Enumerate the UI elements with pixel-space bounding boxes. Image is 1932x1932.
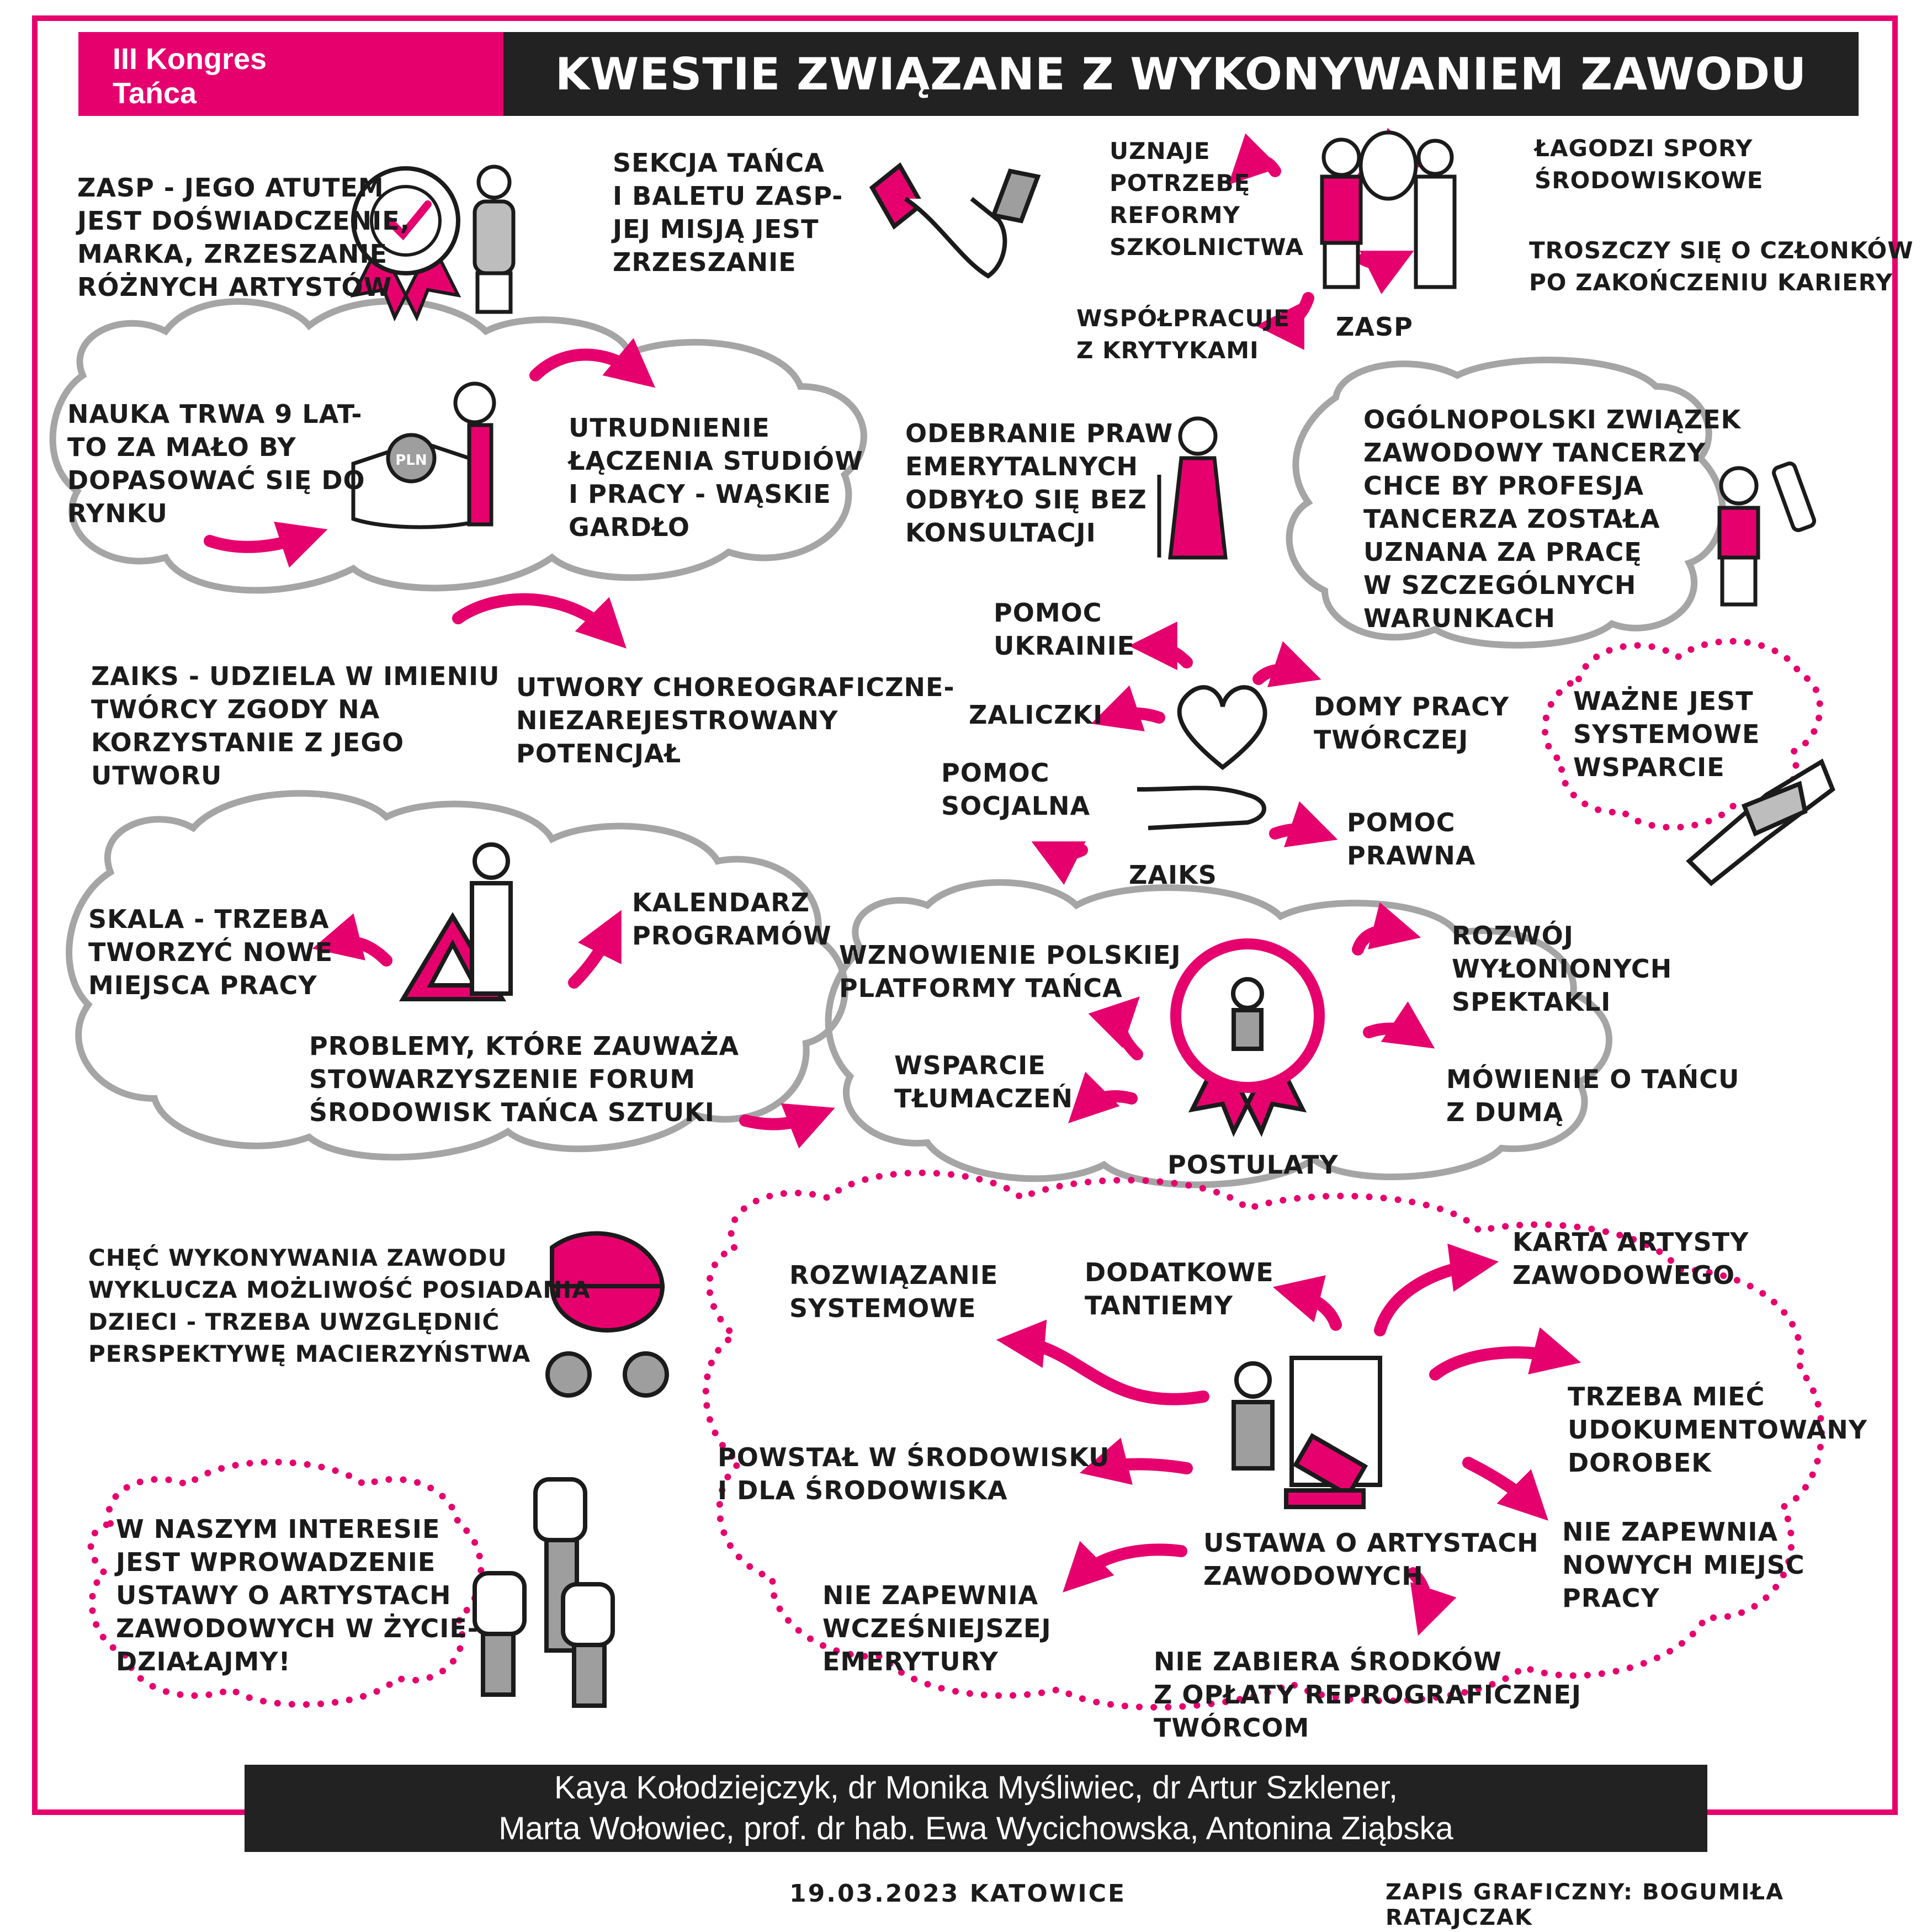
note-zasp: ZASP [1336,312,1413,342]
note-chec: CHĘĆ WYKONYWANIA ZAWODU WYKLUCZA MOŻLIWO… [88,1244,591,1367]
arrow-26 [1063,1541,1187,1593]
two-people-bulb-icon [1320,130,1457,289]
note-troszczy: TROSZCZY SIĘ O CZŁONKÓW PO ZAKOŃCZENIU K… [1529,237,1914,296]
event-date: 19.03.2023 KATOWICE [789,1880,1127,1908]
note-utrudnienie: UTRUDNIENIE ŁĄCZENIA STUDIÓW I PRACY - W… [569,413,863,542]
note-uznaje: UZNAJE POTRZEBĘ REFORMY SZKOLNICTWA [1110,137,1304,261]
cloud-ustawa-dotted [702,1169,1825,1711]
speakers-line-1: Kaya Kołodziejczyk, dr Monika Myśliwiec,… [554,1770,1398,1806]
person-standing-icon [473,164,516,314]
note-kalendarz: KALENDARZ PROGRAMÓW [632,888,832,951]
note-nie-nowych: NIE ZAPEWNIA NOWYCH MIEJSC PRACY [1562,1517,1805,1613]
note-trzeba-miec: TRZEBA MIEĆ UDOKUMENTOWANY DOROBEK [1568,1382,1868,1478]
badge-line-2: Tańca [113,77,197,110]
note-utwory: UTWORY CHOREOGRAFICZNE- NIEZAREJESTROWAN… [516,672,955,768]
note-wazne: WAŻNE JEST SYSTEMOWE WSPARCIE [1573,686,1760,782]
arrow-25 [1462,1457,1548,1521]
arrow-7 [1255,292,1314,350]
note-wznowienie: WZNOWIENIE POLSKIEJ PLATFORMY TAŃCA [839,940,1181,1003]
raised-fists-icon [473,1477,615,1708]
cloud-nauka [49,298,867,594]
note-pomoc-ukrainie: POMOC UKRAINIE [994,598,1135,661]
note-zaiks: ZAIKS [1129,860,1217,890]
arrow-20 [996,1319,1209,1405]
badge-line-1: III Kongres [113,43,267,76]
note-rozwiazanie: ROZWIĄZANIE SYSTEMOWE [789,1260,999,1323]
arrow-4 [1228,133,1281,185]
arrow-10 [1091,685,1165,732]
note-zaliczki: ZALICZKI [969,700,1103,730]
certificate-check-icon [350,166,461,322]
graphic-credit: ZAPIS GRAFICZNY: BOGUMIŁA RATAJCZAK [1386,1880,1785,1930]
cloud-problemy [66,790,848,1161]
handshake-icon [869,162,1041,279]
arrow-16 [1068,1071,1138,1123]
note-pomoc-prawna: POMOC PRAWNA [1347,808,1476,871]
note-wsparcie-tlumaczen: WSPARCIE TŁUMACZEŃ [894,1050,1074,1113]
note-problemy: PROBLEMY, KTÓRE ZAUWAŻA STOWARZYSZENIE F… [309,1031,740,1127]
note-skala: SKALA - TRZEBA TWORZYĆ NOWE MIEJSCA PRAC… [88,904,333,1000]
note-interes: W NASZYM INTERESIE JEST WPROWADZENIE UST… [116,1514,479,1676]
gavel-document-icon [1232,1356,1382,1509]
note-ustawa: USTAWA O ARTYSTACH ZAWODOWYCH [1203,1528,1539,1591]
arrow-9 [1252,641,1321,688]
heart-hand-icon [1137,685,1267,830]
speakers-line-2: Marta Wołowiec, prof. dr hab. Ewa Wycich… [498,1811,1453,1846]
note-zaiks-udziela: ZAIKS - UDZIELA W IMIENIU TWÓRCY ZGODY N… [91,661,500,790]
baby-stroller-icon [545,1231,669,1398]
arrow-3 [452,593,627,649]
note-wspolpracuje: WSPÓŁPRACUJE Z KRYTYKAMI [1076,305,1290,364]
cloud-interes-dotted [87,1458,485,1708]
arrow-6 [1357,251,1414,294]
money-box-icon: PLN [351,381,496,529]
elderly-woman-icon [1157,416,1228,560]
arrow-12 [1031,841,1088,885]
note-nie-emerytury: NIE ZAPEWNIA WCZEŚNIEJSZEJ EMERYTURY [822,1580,1052,1676]
note-lagodzi: ŁAGODZI SPORY ŚRODOWISKOWE [1535,135,1764,194]
arrow-24 [1079,1437,1193,1485]
award-dancer-icon [1170,938,1325,1137]
note-domy-pracy: DOMY PRACY TWÓRCZEJ [1314,692,1510,755]
note-nie-zabiera: NIE ZABIERA ŚRODKÓW Z OPŁATY REPROGRAFIC… [1154,1647,1582,1743]
arrow-22 [1374,1243,1499,1336]
note-odebranie: ODEBRANIE PRAW EMERYTALNYCH ODBYŁO SIĘ B… [905,418,1174,548]
arrow-17 [1352,902,1421,956]
helping-hands-icon [1686,758,1835,887]
cloud-ogolnopolski [1286,357,1726,649]
arrow-18 [1363,1001,1435,1049]
cloud-postulaty [825,879,1612,1188]
arrow-23 [1429,1327,1581,1381]
arrow-1 [529,338,656,388]
note-karta: KARTA ARTYSTY ZAWODOWEGO [1512,1227,1749,1290]
note-powstal: POWSTAŁ W ŚRODOWISKU I DLA ŚRODOWISKA [718,1442,1110,1505]
arrow-27 [1407,1567,1457,1636]
note-mowienie: MÓWIENIE O TAŃCU Z DUMĄ [1446,1064,1740,1127]
arrow-21 [1272,1275,1342,1331]
pln-coin-label: PLN [395,452,427,469]
note-zasp-atut: ZASP - JEGO ATUTEM JEST DOŚWIADCZENIE, M… [77,173,411,302]
note-ogolnopolski: OGÓLNOPOLSKI ZWIĄZEK ZAWODOWY TANCERZY C… [1363,405,1742,633]
arrow-2 [204,521,328,568]
arrow-15 [1088,996,1143,1060]
congress-badge: III Kongres Tańca [78,32,503,116]
speakers-footer: Kaya Kołodziejczyk, dr Monika Myśliwiec,… [245,1765,1707,1852]
arrow-8 [1128,622,1193,671]
note-rozwoj: ROZWÓJ WYŁONIONYCH SPEKTAKLI [1452,921,1673,1017]
page-title: KWESTIE ZWIĄZANE Z WYKONYWANIEM ZAWODU [503,32,1859,116]
note-dodatkowe: DODATKOWE TANTIEMY [1085,1257,1274,1320]
arrow-13 [312,913,392,967]
arrow-19 [739,1103,835,1149]
note-pomoc-socjalna: POMOC SOCJALNA [941,758,1091,821]
warning-sign-icon [399,842,513,1001]
note-sekcja-tanca: SEKCJA TAŃCA I BALETU ZASP- JEJ MISJĄ JE… [613,148,843,277]
arrow-14 [568,910,622,989]
weightlifter-icon [1717,461,1816,607]
note-nauka: NAUKA TRWA 9 LAT- TO ZA MAŁO BY DOPASOWA… [67,399,365,528]
note-postulaty: POSTULATY [1167,1150,1339,1180]
arrow-11 [1269,801,1338,848]
